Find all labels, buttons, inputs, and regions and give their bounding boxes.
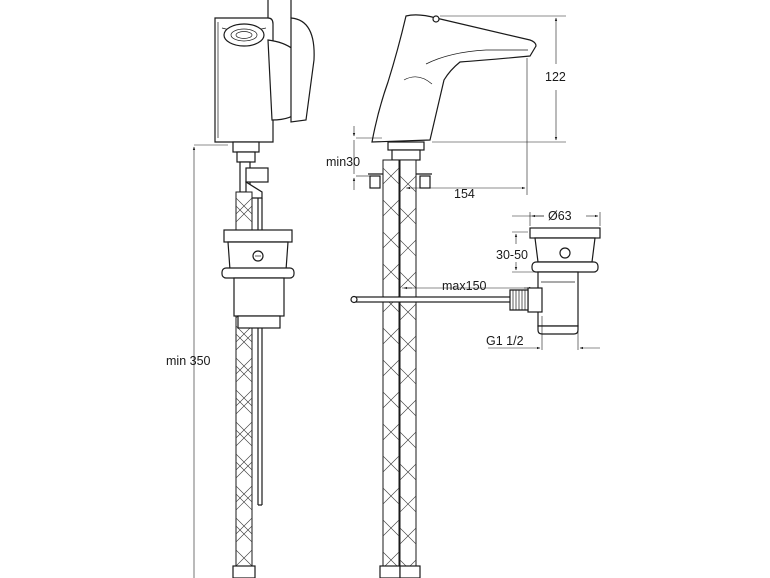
label-spout-reach: 154: [454, 187, 475, 201]
label-hose-length: min 350: [166, 354, 211, 368]
label-drain-diameter: Ø63: [548, 209, 572, 223]
label-drain-extension: max150: [442, 279, 487, 293]
handle-logo-icon: [223, 23, 265, 47]
dimension-reach: [406, 58, 528, 195]
dimension-drain-range: [512, 231, 534, 273]
side-hoses: [379, 159, 421, 578]
label-min-deck: min30: [326, 155, 360, 169]
dimension-drain-diameter: [512, 212, 601, 226]
front-view: [192, 0, 315, 578]
front-drain: [221, 229, 295, 329]
front-connector: [232, 141, 269, 199]
dimension-drain-thread: [488, 316, 600, 350]
pull-rod: [350, 295, 512, 304]
front-mixer-body: [214, 0, 315, 143]
label-drain-range: 30-50: [496, 248, 528, 262]
label-spout-height: 122: [545, 70, 566, 84]
side-mixer-body: [371, 14, 537, 143]
dimension-hose-length: [192, 144, 228, 578]
dimension-deck: [352, 126, 382, 190]
label-drain-thread: G1 1/2: [486, 334, 524, 348]
side-view: [350, 14, 566, 578]
drain-detail: [509, 227, 601, 335]
dimension-height: [432, 15, 566, 143]
